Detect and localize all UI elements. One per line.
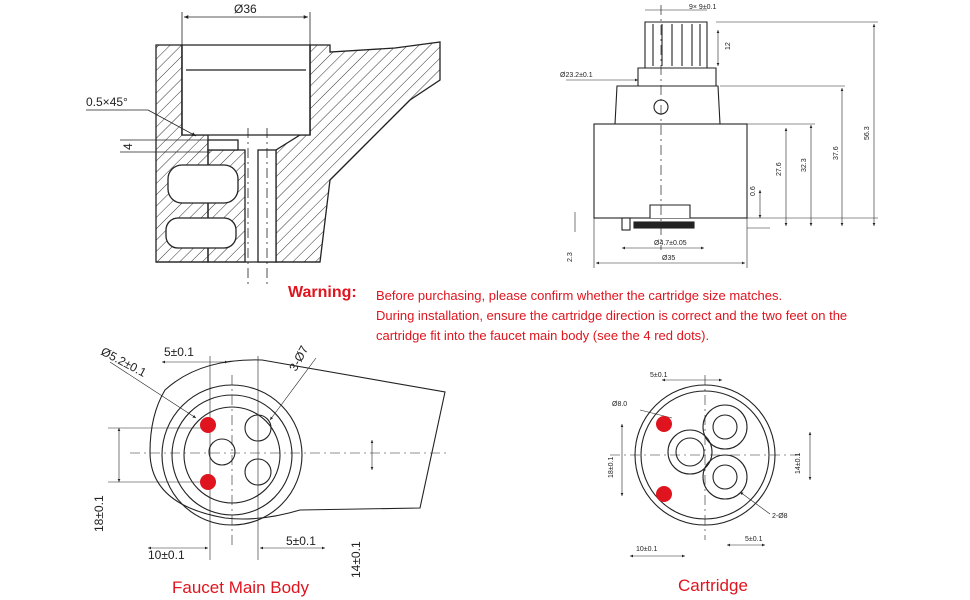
cart-dim-width: 14±0.1 (795, 453, 802, 474)
dim-width: 14±0.1 (349, 541, 363, 578)
dim-stem-height: 12 (725, 42, 732, 50)
red-dot-cartridge-lower (656, 486, 672, 502)
dim-height: 18±0.1 (92, 495, 106, 532)
red-dot-body-lower (200, 474, 216, 490)
dim-top-dia: Ø36 (234, 2, 257, 16)
warning-line-3: cartridge fit into the faucet main body … (376, 328, 710, 343)
dim-depth: 4 (121, 143, 135, 150)
dim-h1: 0.6 (750, 186, 757, 196)
dim-foot-dia: Ø4.7±0.05 (654, 240, 687, 247)
dim-hole-dia: Ø5.2±0.1 (99, 344, 149, 380)
red-dot-cartridge-upper (656, 416, 672, 432)
cart-dim-spacing-top: 5±0.1 (650, 372, 668, 379)
dim-offset: 10±0.1 (148, 548, 185, 562)
dim-h4: 37.6 (833, 146, 840, 160)
warning-line-1: Before purchasing, please confirm whethe… (376, 288, 783, 303)
caption-faucet-main-body: Faucet Main Body (172, 578, 310, 597)
dim-spacing-bottom: 5±0.1 (286, 534, 316, 548)
cart-dim-spacing-bottom: 5±0.1 (745, 536, 763, 543)
warning-title: Warning: (288, 284, 357, 301)
body-section-view (86, 12, 441, 288)
dim-h3: 32.3 (801, 158, 808, 172)
warning-line-2: During installation, ensure the cartridg… (376, 308, 848, 323)
cart-dim-ring-dia: Ø8.0 (612, 401, 627, 408)
dim-body-dia: Ø35 (662, 255, 675, 262)
dim-foot-height: 2.3 (567, 252, 574, 262)
dim-spacing-top: 5±0.1 (164, 345, 194, 359)
cart-dim-offset: 10±0.1 (636, 546, 657, 553)
dim-spline: 9× 9±0.1 (689, 4, 716, 11)
cartridge-side-view (566, 5, 878, 268)
cart-dim-height: 18±0.1 (608, 457, 615, 478)
cart-dim-bores: 2-Ø8 (772, 513, 788, 520)
cartridge-bottom-view (610, 375, 812, 558)
dim-chamfer: 0.5×45° (86, 95, 128, 109)
dim-bores: 3-Ø7 (286, 343, 311, 373)
dim-h2: 27.6 (776, 162, 783, 176)
caption-cartridge: Cartridge (678, 576, 748, 595)
faucet-body-top-view (108, 356, 450, 560)
dim-h5: 56.3 (864, 126, 871, 140)
dim-collar-dia: Ø23.2±0.1 (560, 72, 593, 79)
red-dot-body-upper (200, 417, 216, 433)
